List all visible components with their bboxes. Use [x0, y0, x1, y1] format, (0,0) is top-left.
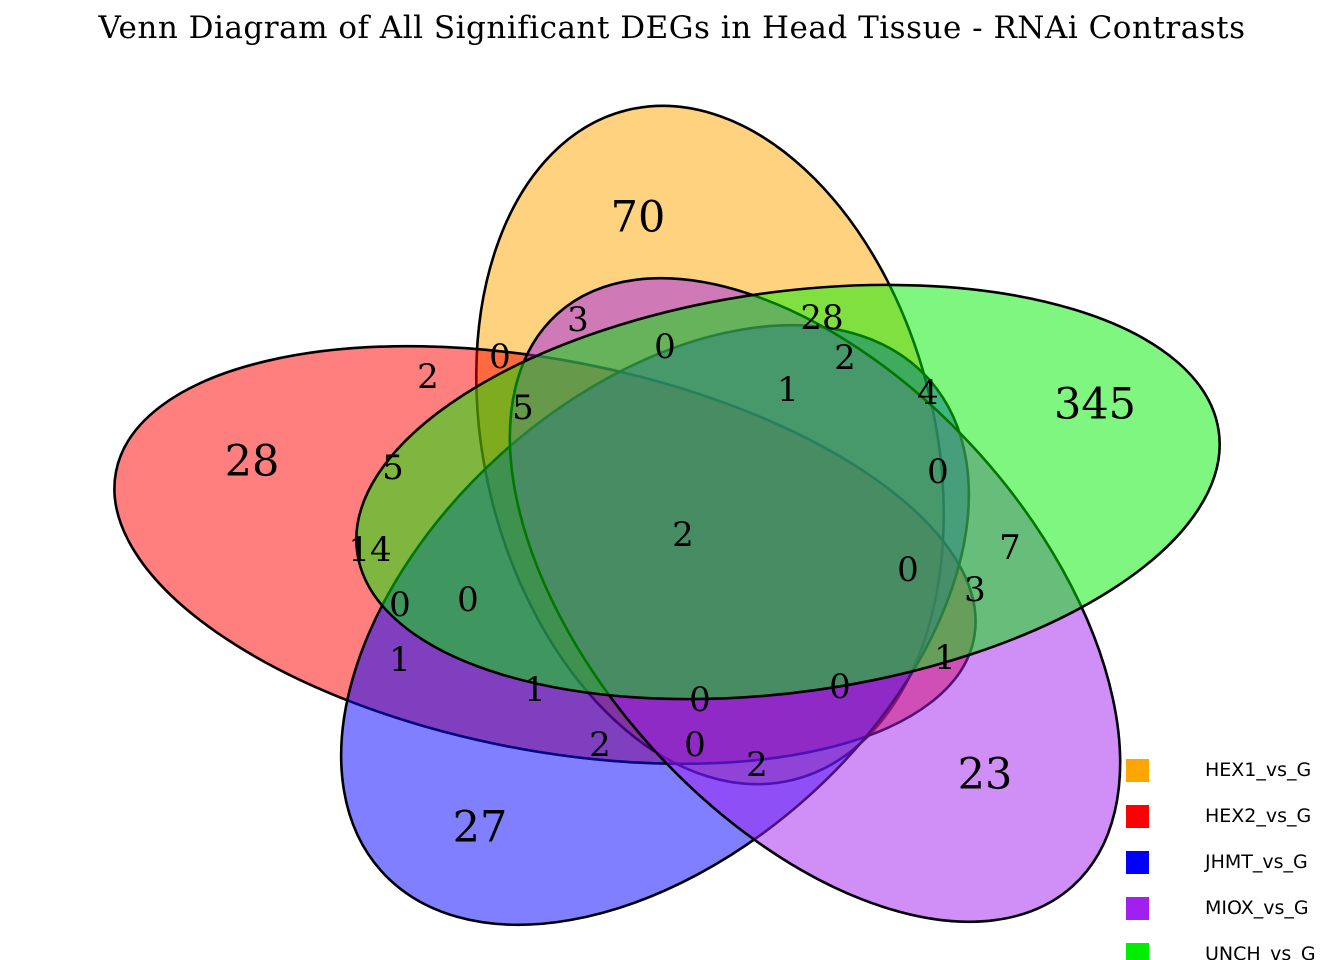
figure-title: Venn Diagram of All Significant DEGs in …	[98, 10, 1246, 46]
region-count-hex1-jhmt-miox-unch: 0	[897, 550, 919, 590]
region-count-miox-unch: 7	[999, 528, 1021, 568]
region-count-unch: 345	[1053, 379, 1137, 430]
region-count-hex2-jhmt: 1	[389, 640, 411, 680]
legend-label-unch: UNCH_vs_G	[1205, 943, 1316, 960]
region-count-hex1-jhmt: 2	[589, 725, 611, 765]
region-count-hex1-jhmt-unch: 2	[834, 338, 856, 378]
legend-item-jhmt: JHMT_vs_G	[1126, 839, 1316, 885]
region-count-hex1-hex2-jhmt-miox-unch: 2	[672, 515, 694, 555]
region-count-hex2-jhmt-miox-unch: 0	[689, 680, 711, 720]
legend-item-hex2: HEX2_vs_G	[1126, 793, 1316, 839]
region-count-jhmt-miox: 2	[746, 745, 768, 785]
region-count-hex1-hex2-miox-unch: 1	[777, 370, 799, 410]
region-count-hex2-miox-unch: 3	[964, 570, 986, 610]
legend-swatch-jhmt	[1126, 850, 1149, 874]
legend-item-hex1: HEX1_vs_G	[1126, 747, 1316, 793]
legend-item-unch: UNCH_vs_G	[1126, 931, 1316, 960]
region-count-jhmt: 27	[452, 802, 508, 853]
region-count-hex1-miox: 3	[567, 300, 589, 340]
region-count-hex1-hex2-miox: 0	[489, 337, 511, 377]
legend-item-miox: MIOX_vs_G	[1126, 885, 1316, 931]
region-count-hex2: 28	[224, 436, 280, 487]
region-count-hex1: 70	[610, 192, 666, 243]
venn-ellipse-unch	[355, 283, 1221, 701]
region-count-jhmt-unch: 4	[917, 373, 939, 413]
legend-label-miox: MIOX_vs_G	[1205, 897, 1309, 919]
region-count-hex2-jhmt-miox: 0	[829, 667, 851, 707]
region-count-hex1-miox-unch: 0	[654, 327, 676, 367]
region-count-hex1-hex2-jhmt-miox: 0	[457, 580, 479, 620]
venn-ellipses	[113, 104, 1221, 927]
legend: HEX1_vs_G HEX2_vs_G JHMT_vs_G MIOX_vs_G UNCH…	[1126, 747, 1316, 960]
legend-swatch-unch	[1126, 942, 1149, 960]
legend-label-jhmt: JHMT_vs_G	[1205, 851, 1308, 873]
region-count-hex1-jhmt-miox: 0	[684, 725, 706, 765]
region-count-hex1-hex2-unch: 5	[512, 388, 534, 428]
legend-label-hex1: HEX1_vs_G	[1205, 759, 1312, 781]
legend-swatch-hex1	[1126, 758, 1149, 782]
region-count-hex1-hex2-jhmt-unch: 0	[389, 585, 411, 625]
region-count-hex2-miox: 1	[934, 638, 956, 678]
legend-label-hex2: HEX2_vs_G	[1205, 805, 1312, 827]
region-count-hex1-hex2-jhmt: 1	[524, 670, 546, 710]
region-count-jhmt-miox-unch: 0	[927, 452, 949, 492]
region-count-miox: 23	[957, 749, 1013, 800]
region-count-hex1-hex2: 2	[417, 357, 439, 397]
legend-swatch-hex2	[1126, 804, 1149, 828]
region-count-hex2-unch: 5	[382, 448, 404, 488]
legend-swatch-miox	[1126, 896, 1149, 920]
region-count-hex1-unch: 28	[800, 298, 844, 338]
region-count-hex2-jhmt-unch: 14	[348, 530, 392, 570]
